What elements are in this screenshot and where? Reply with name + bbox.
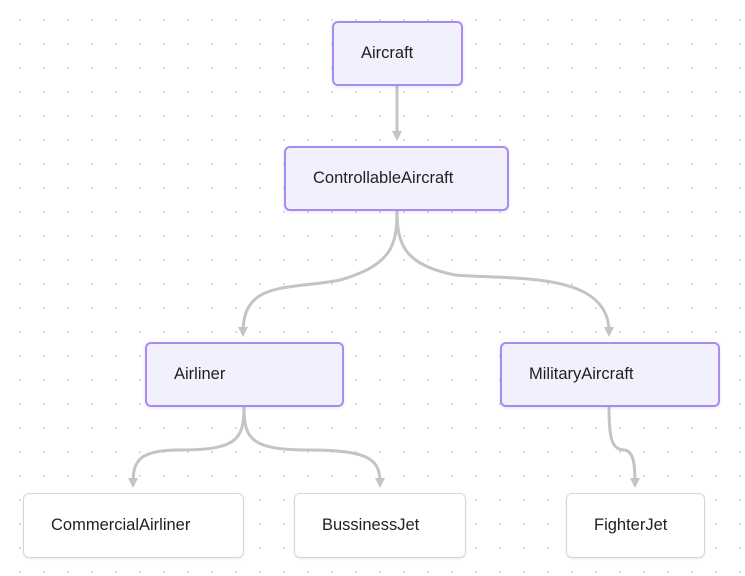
node-label: BussinessJet (322, 516, 420, 534)
edge-military-fighter (607, 406, 640, 488)
node-label: FighterJet (594, 516, 668, 534)
node-label: MilitaryAircraft (529, 365, 634, 383)
node-controllable-aircraft[interactable]: ControllableAircraft (284, 146, 509, 211)
node-label: Airliner (174, 365, 226, 383)
node-aircraft[interactable]: Aircraft (332, 21, 463, 86)
node-label: Aircraft (361, 44, 414, 62)
edge-airliner-commercial (128, 406, 246, 488)
edge-airliner-bussiness (242, 406, 385, 488)
edge-controllable-military (395, 210, 614, 337)
node-airliner[interactable]: Airliner (145, 342, 344, 407)
node-bussiness-jet[interactable]: BussinessJet (294, 493, 466, 558)
node-military-aircraft[interactable]: MilitaryAircraft (500, 342, 720, 407)
node-commercial-airliner[interactable]: CommercialAirliner (23, 493, 244, 558)
node-label: ControllableAircraft (313, 169, 454, 187)
node-fighter-jet[interactable]: FighterJet (566, 493, 705, 558)
node-label: CommercialAirliner (51, 516, 191, 534)
edge-controllable-airliner (238, 210, 399, 337)
